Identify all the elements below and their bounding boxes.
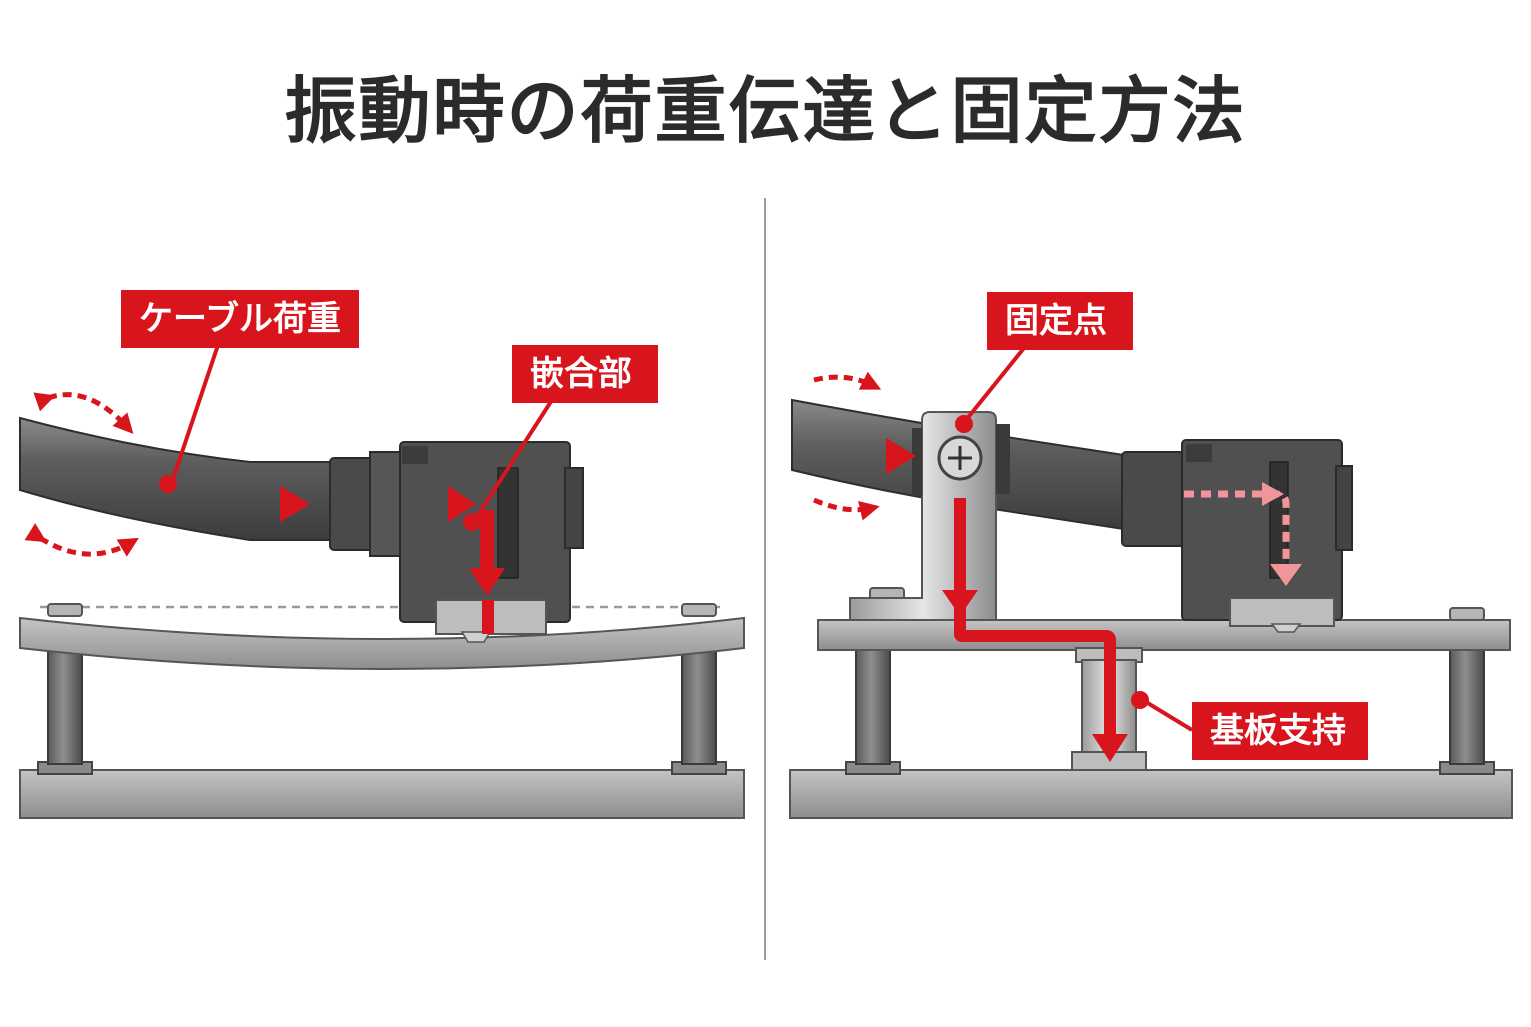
leader-line-fit [474, 398, 554, 520]
leader-line-cable [170, 344, 220, 483]
screw-icon [937, 435, 983, 481]
base-plate [19, 769, 745, 819]
vibration-arrow [812, 497, 880, 521]
flat-board [817, 619, 1511, 651]
connector-right [1121, 439, 1353, 633]
load-arrow-head [1270, 564, 1302, 586]
cable-left [19, 416, 341, 541]
load-arrow-head [280, 486, 310, 522]
label-cable-load: ケーブル荷重 [121, 290, 359, 348]
bent-board [19, 616, 745, 670]
connector-left [329, 441, 584, 643]
screw-head [1449, 607, 1485, 621]
load-arrow-head [942, 590, 978, 616]
leader-dot [1131, 691, 1149, 709]
label-fitting-part: 嵌合部 [512, 345, 658, 403]
standoff-right [1439, 647, 1495, 775]
panel-divider [764, 198, 766, 960]
vibration-arrow [33, 392, 134, 434]
load-arrow-head [1262, 482, 1284, 506]
left-panel [19, 344, 745, 819]
label-fixing-point: 固定点 [987, 292, 1133, 350]
screw-head-right [681, 603, 717, 617]
load-path-arrow [954, 498, 1116, 738]
screw-head-left [47, 603, 83, 617]
vibration-arrow [24, 523, 139, 557]
leader-dot [159, 475, 177, 493]
leader-dot [955, 415, 973, 433]
load-arrow-head [448, 486, 476, 522]
standoff-right [671, 639, 727, 775]
base-plate [789, 769, 1513, 819]
load-arrow-head [1092, 734, 1128, 762]
leader-line-support [1144, 700, 1194, 732]
label-board-support: 基板支持 [1192, 702, 1368, 760]
vibration-arrow [813, 371, 882, 390]
standoff-left [845, 647, 901, 775]
load-arrow-head [886, 438, 916, 474]
page-title: 振動時の荷重伝達と固定方法 [284, 69, 1247, 153]
standoff-left [37, 639, 93, 775]
load-at-pin [482, 600, 494, 634]
load-arrow-head [469, 568, 505, 596]
leader-dot [463, 513, 481, 531]
leader-line-fix [964, 346, 1026, 422]
right-panel [789, 346, 1513, 819]
